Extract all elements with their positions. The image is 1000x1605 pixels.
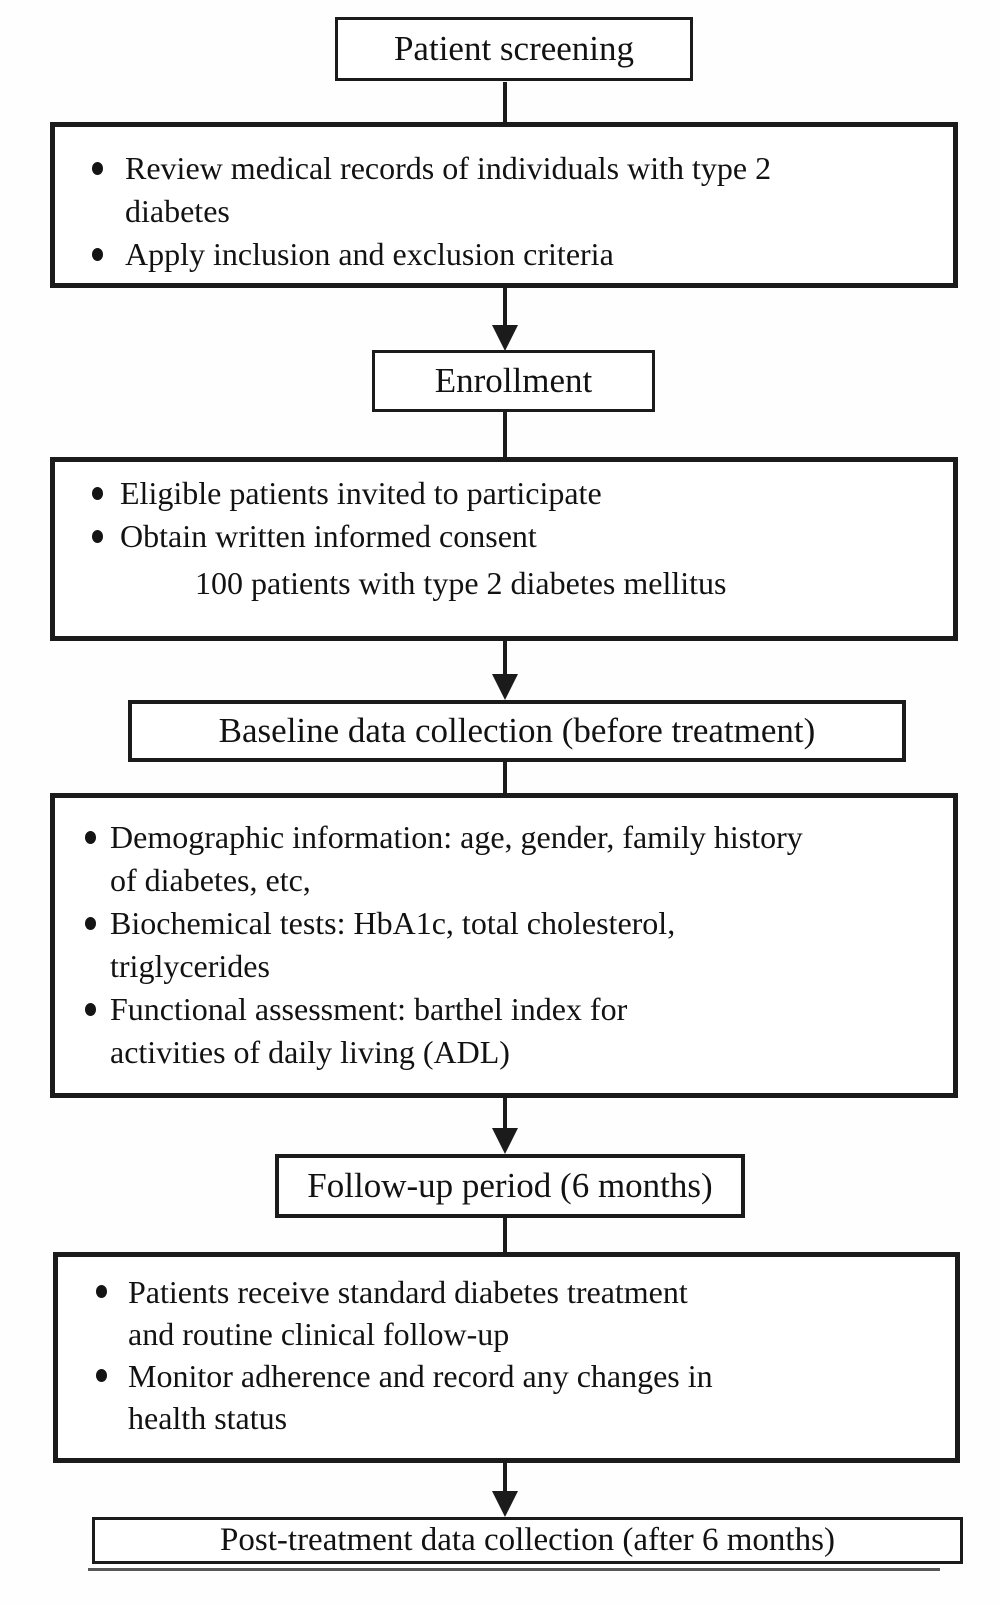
wrapped-line: and routine clinical follow-up	[58, 1313, 945, 1355]
bullet-line: Demographic information: age, gender, fa…	[55, 816, 947, 859]
arrow-down-icon	[492, 325, 518, 351]
bullet-text: Review medical records of individuals wi…	[125, 150, 772, 186]
connector-line	[503, 412, 507, 457]
enrollment-box: Enrollment	[372, 350, 655, 412]
bullet-text: diabetes	[125, 193, 230, 229]
wrapped-line: triglycerides	[55, 945, 947, 988]
arrow-down-icon	[492, 1128, 518, 1154]
bullet-text: Functional assessment: barthel index for	[110, 991, 628, 1027]
note-text: 100 patients with type 2 diabetes mellit…	[195, 565, 727, 601]
baseline-title-box: Baseline data collection (before treatme…	[128, 700, 906, 762]
bullet-dot	[85, 916, 96, 930]
post-treatment-label: Post-treatment data collection (after 6 …	[220, 1522, 835, 1559]
bullet-dot	[96, 1285, 107, 1298]
followup-details-box: Patients receive standard diabetes treat…	[53, 1252, 960, 1463]
bullet-line: Eligible patients invited to participate	[55, 472, 943, 515]
bullet-dot	[92, 529, 103, 543]
arrow-down-icon	[492, 1491, 518, 1517]
patient-screening-box: Patient screening	[335, 17, 693, 81]
bullet-dot	[92, 247, 103, 261]
wrapped-line: health status	[58, 1397, 945, 1439]
followup-title-label: Follow-up period (6 months)	[307, 1165, 713, 1205]
enrollment-details-box: Eligible patients invited to participate…	[50, 457, 958, 641]
bullet-line: Functional assessment: barthel index for	[55, 988, 947, 1031]
bullet-text: Biochemical tests: HbA1c, total choleste…	[110, 905, 676, 941]
wrapped-line: diabetes	[55, 190, 943, 233]
bullet-dot	[85, 1002, 96, 1016]
connector-line	[503, 288, 507, 330]
bullet-text: of diabetes, etc,	[110, 862, 311, 898]
screening-details-box: Review medical records of individuals wi…	[50, 122, 958, 288]
connector-line	[503, 641, 507, 676]
baseline-details-box: Demographic information: age, gender, fa…	[50, 793, 958, 1098]
bullet-dot	[92, 161, 103, 175]
connector-line	[503, 82, 507, 122]
wrapped-line: activities of daily living (ADL)	[55, 1031, 947, 1074]
connector-line	[503, 1218, 507, 1252]
connector-line	[503, 1098, 507, 1130]
bullet-dot	[85, 830, 96, 844]
bullet-text: Apply inclusion and exclusion criteria	[125, 236, 614, 272]
wrapped-line: of diabetes, etc,	[55, 859, 947, 902]
scan-artifact-line	[88, 1568, 940, 1571]
bullet-text: Obtain written informed consent	[120, 518, 537, 554]
bullet-dot	[96, 1369, 107, 1382]
connector-line	[503, 762, 507, 793]
arrow-down-icon	[492, 674, 518, 700]
bullet-dot	[92, 486, 103, 500]
bullet-line: Patients receive standard diabetes treat…	[58, 1271, 945, 1313]
bullet-line: Apply inclusion and exclusion criteria	[55, 233, 943, 276]
patient-count-note: 100 patients with type 2 diabetes mellit…	[55, 562, 943, 605]
bullet-text: Demographic information: age, gender, fa…	[110, 819, 803, 855]
connector-line	[503, 1463, 507, 1493]
bullet-line: Biochemical tests: HbA1c, total choleste…	[55, 902, 947, 945]
bullet-text: activities of daily living (ADL)	[110, 1034, 510, 1070]
bullet-line: Monitor adherence and record any changes…	[58, 1355, 945, 1397]
baseline-title-label: Baseline data collection (before treatme…	[218, 710, 816, 750]
enrollment-label: Enrollment	[434, 360, 593, 400]
bullet-text: triglycerides	[110, 948, 270, 984]
bullet-text: and routine clinical follow-up	[128, 1316, 510, 1352]
bullet-text: Eligible patients invited to participate	[120, 475, 602, 511]
patient-screening-label: Patient screening	[393, 28, 635, 68]
bullet-line: Review medical records of individuals wi…	[55, 147, 943, 190]
bullet-text: Patients receive standard diabetes treat…	[128, 1274, 688, 1310]
bullet-text: Monitor adherence and record any changes…	[128, 1358, 713, 1394]
followup-title-box: Follow-up period (6 months)	[275, 1154, 745, 1218]
bullet-text: health status	[128, 1400, 288, 1436]
bullet-line: Obtain written informed consent	[55, 515, 943, 558]
post-treatment-box: Post-treatment data collection (after 6 …	[92, 1517, 963, 1564]
